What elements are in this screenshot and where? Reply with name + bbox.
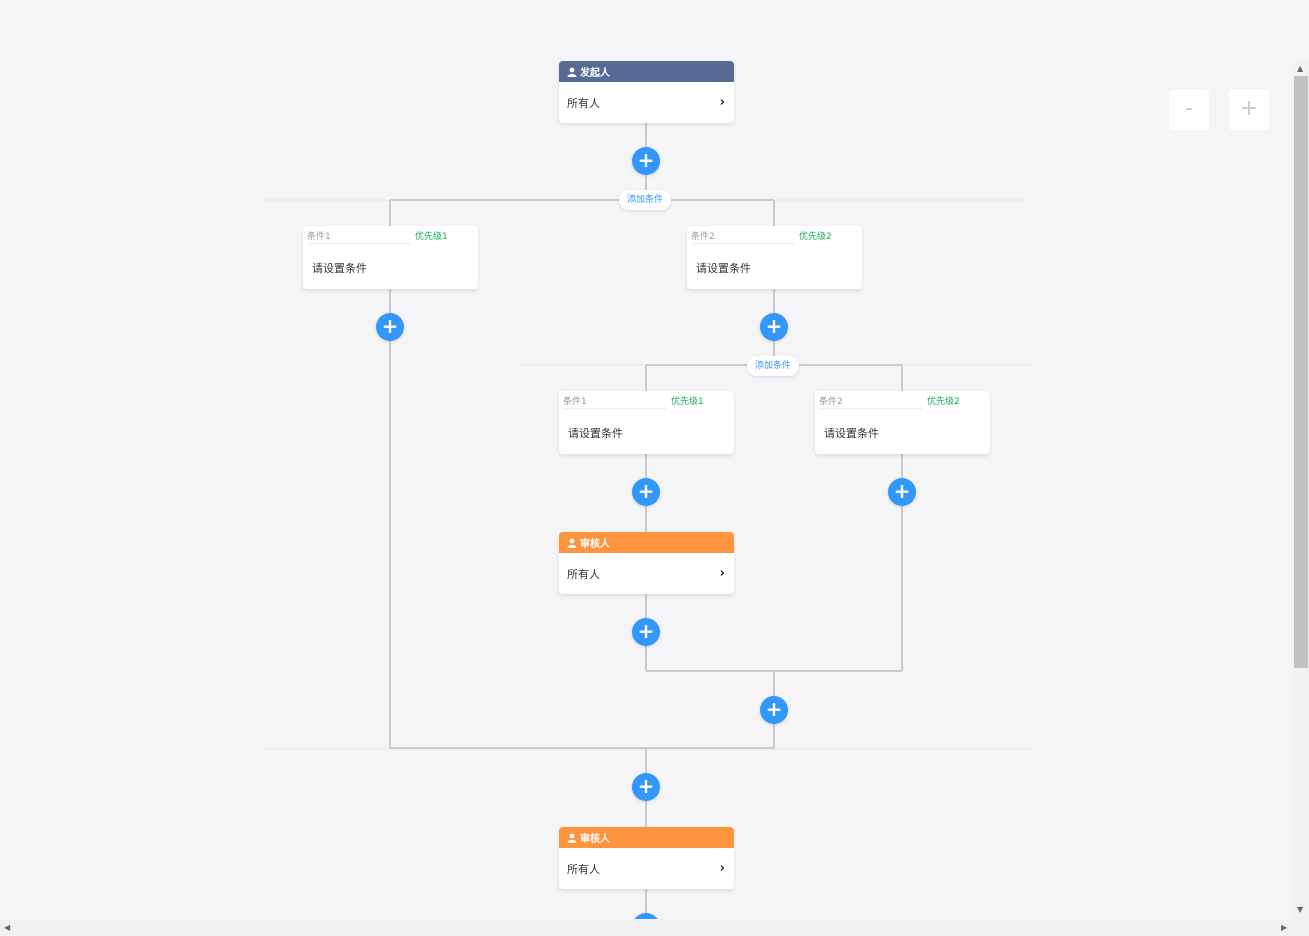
scroll-up-icon[interactable]: ▲ [1297,64,1304,73]
add-condition-button[interactable]: 添加条件 [747,356,800,376]
user-icon [567,67,577,77]
start-node-body: 所有人 › [559,82,734,123]
condition-content: 请设置条件 [824,427,879,440]
chevron-right-icon: › [719,861,725,876]
approver-node-header: 审核人 [559,827,734,848]
approver-node-body: 所有人 › [559,553,734,594]
approver-node-title: 审核人 [580,539,610,550]
condition-card[interactable]: 条件2 优先级2 请设置条件 [687,226,862,289]
start-node[interactable]: 发起人 所有人 › [559,61,734,123]
approver-node-content: 所有人 [567,567,600,581]
condition-priority: 优先级2 [927,397,960,407]
add-node-button[interactable]: + [632,147,660,175]
chevron-right-icon: › [719,95,725,110]
zoom-in-button[interactable]: + [1229,90,1269,130]
add-node-button[interactable]: + [888,478,916,506]
approver-node[interactable]: 审核人 所有人 › [559,532,734,594]
add-node-button[interactable]: + [632,618,660,646]
approver-node-title: 审核人 [580,834,610,845]
approver-node[interactable]: 审核人 所有人 › [559,827,734,889]
start-node-title: 发起人 [580,68,610,79]
vertical-scrollbar-thumb[interactable] [1294,76,1308,668]
start-node-content: 所有人 [567,96,600,110]
condition-title: 条件1 [307,231,411,244]
flow-canvas[interactable]: 发起人 所有人 › + 添加条件 条件1 优先级1 请设置条件 条件2 优先级2… [0,0,1293,919]
condition-card[interactable]: 条件2 优先级2 请设置条件 [815,391,990,454]
condition-priority: 优先级2 [799,232,832,242]
condition-priority: 优先级1 [671,397,704,407]
condition-content: 请设置条件 [312,262,367,275]
scroll-down-icon[interactable]: ▼ [1297,905,1304,914]
scroll-right-icon[interactable]: ▶ [1281,923,1288,932]
approver-node-content: 所有人 [567,862,600,876]
condition-card[interactable]: 条件1 优先级1 请设置条件 [303,226,478,289]
add-node-button[interactable]: + [760,313,788,341]
user-icon [567,538,577,548]
add-node-button[interactable]: + [632,478,660,506]
condition-card[interactable]: 条件1 优先级1 请设置条件 [559,391,734,454]
add-condition-button[interactable]: 添加条件 [619,190,672,210]
condition-content: 请设置条件 [696,262,751,275]
add-node-button[interactable]: + [376,313,404,341]
add-node-button[interactable]: + [632,913,660,919]
condition-title: 条件1 [563,396,667,409]
start-node-header: 发起人 [559,61,734,82]
horizontal-scrollbar[interactable] [0,919,1309,936]
condition-content: 请设置条件 [568,427,623,440]
scroll-left-icon[interactable]: ◀ [4,923,11,932]
condition-title: 条件2 [691,231,795,244]
approver-node-body: 所有人 › [559,848,734,889]
add-node-button[interactable]: + [632,773,660,801]
condition-title: 条件2 [819,396,923,409]
user-icon [567,833,577,843]
add-node-button[interactable]: + [760,696,788,724]
chevron-right-icon: › [719,566,725,581]
condition-priority: 优先级1 [415,232,448,242]
zoom-out-button[interactable]: - [1169,90,1209,130]
approver-node-header: 审核人 [559,532,734,553]
